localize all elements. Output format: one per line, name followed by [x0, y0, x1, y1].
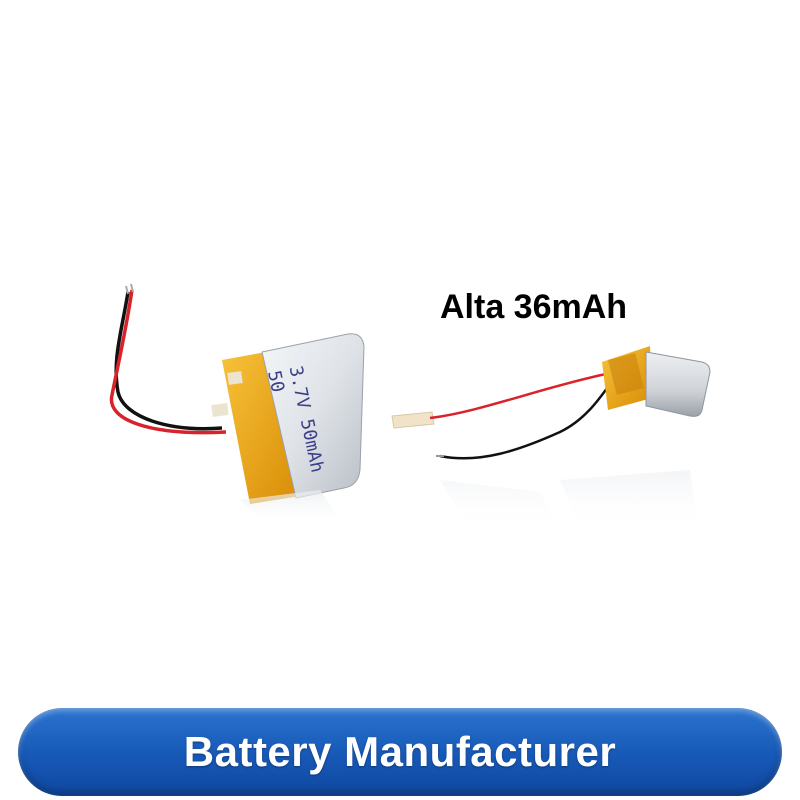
- solder-tab-1: [227, 371, 243, 385]
- protection-board: [608, 353, 644, 395]
- cell-body-right: [645, 351, 711, 417]
- red-wire-left: [109, 289, 227, 435]
- solder-tab-2: [211, 402, 229, 418]
- banner-text: Battery Manufacturer: [183, 728, 617, 775]
- cell-body-left: [261, 333, 365, 499]
- kapton-tape-left: [222, 352, 300, 504]
- black-wire-left: [114, 291, 223, 431]
- red-wire-right: [429, 372, 607, 420]
- banner: Battery Manufacturer: [18, 708, 782, 796]
- black-wire-right: [439, 383, 612, 460]
- wire-insulation-tip: [391, 411, 435, 429]
- battery-label-line-1: 50: [263, 369, 288, 395]
- battery-left: 50 3.7V 50mAh: [109, 283, 365, 528]
- battery-right: [391, 346, 711, 530]
- battery-caption: Alta 36mAh: [440, 288, 628, 326]
